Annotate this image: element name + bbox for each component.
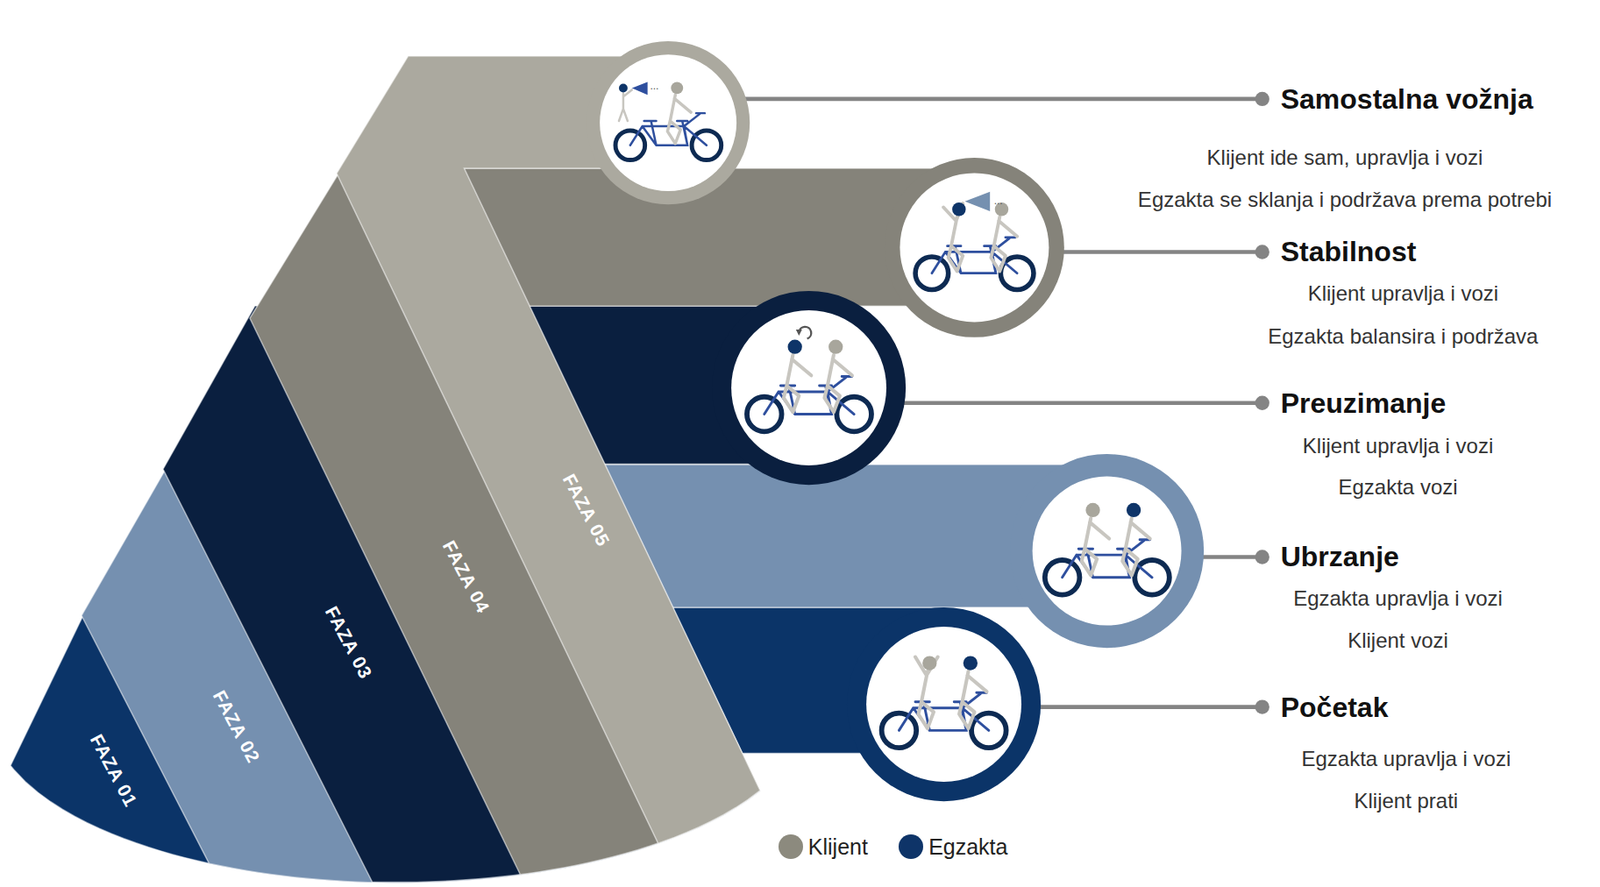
- circle-shape: [586, 41, 750, 205]
- egzakta-head: [1126, 503, 1141, 518]
- leader-dot: [1255, 92, 1270, 107]
- stage-description: Klijent ide sam, upravlja i vozi: [1207, 147, 1484, 169]
- circle-face: [1032, 476, 1182, 626]
- client-head: [922, 655, 937, 670]
- icon-start: [881, 655, 1007, 748]
- stage-description: Klijent vozi: [1347, 630, 1449, 652]
- rider-figure: [1081, 518, 1110, 576]
- leader-dot: [1255, 549, 1270, 564]
- legend-swatch: [778, 834, 804, 860]
- icon-stability: [915, 192, 1034, 291]
- client-head: [828, 340, 843, 355]
- speech-dots: ...: [994, 195, 1003, 207]
- egzakta-head: [618, 83, 628, 93]
- rider-figure: [824, 355, 852, 413]
- stage-description: Egzakta upravlja i vozi: [1293, 588, 1503, 610]
- icon-takeover: [746, 327, 872, 432]
- icon-independent: [615, 82, 722, 161]
- circle-ring: [884, 157, 1065, 338]
- leader-line: [668, 97, 1262, 102]
- leader-dot: [1255, 244, 1270, 259]
- stage-description: Klijent upravlja i vozi: [1308, 283, 1499, 305]
- stage-description: Egzakta upravlja i vozi: [1301, 748, 1511, 770]
- standing-figure: [618, 89, 633, 121]
- leader-dot: [1255, 699, 1270, 714]
- circle-ring: [586, 41, 750, 205]
- megaphone: [632, 82, 648, 96]
- stage-description: Egzakta balansira i podržava: [1267, 326, 1538, 348]
- circle-face: [866, 626, 1022, 783]
- rider-figure: [959, 671, 987, 729]
- speech-dots: ...: [649, 80, 659, 92]
- circle-face: [599, 54, 737, 192]
- stage-circle: Samostalna vožnjaKlijent ide sam, upravl…: [586, 41, 750, 205]
- stage-description: Klijent prati: [1353, 790, 1458, 812]
- stage-circle: PreuzimanjeKlijent upravlja i voziEgzakt…: [711, 291, 906, 485]
- legend-swatch: [898, 834, 924, 860]
- circle-shape: [1009, 454, 1204, 648]
- swap-arrow-head: [796, 329, 803, 336]
- rider-figure: [943, 203, 963, 271]
- stage-heading: Preuzimanje: [1280, 389, 1447, 418]
- icon-group: [615, 82, 1170, 749]
- icon-acceleration: [1045, 503, 1170, 596]
- client-head: [670, 82, 683, 95]
- megaphone: [964, 192, 990, 212]
- client-head: [1085, 503, 1100, 518]
- circle-face: [900, 173, 1050, 323]
- tandem-bike: [881, 692, 1007, 748]
- stage-description: Klijent upravlja i vozi: [1302, 435, 1494, 457]
- rider-figure: [990, 217, 1017, 272]
- circle-ring: [1009, 454, 1204, 648]
- circle-ring: [711, 291, 906, 485]
- circle-shape: [711, 291, 906, 485]
- tandem-bike: [746, 376, 872, 432]
- swap-arrow: [798, 327, 811, 340]
- tandem-bike: [615, 113, 722, 160]
- egzakta-head: [963, 655, 978, 670]
- stage-circle: UbrzanjeEgzakta upravlja i voziKlijent v…: [1009, 454, 1204, 648]
- stage-heading: Ubrzanje: [1280, 542, 1400, 571]
- tandem-bike: [1045, 540, 1170, 596]
- rider-figure: [1122, 518, 1150, 576]
- rider-figure: [915, 657, 939, 729]
- leader-dot: [1255, 396, 1270, 411]
- legend-text: Klijent: [808, 836, 868, 859]
- egzakta-head: [788, 340, 803, 355]
- stage-description: Egzakta se sklanja i podržava prema potr…: [1137, 189, 1552, 211]
- stage-circle: PočetakEgzakta upravlja i voziKlijent pr…: [846, 607, 1041, 802]
- stage-heading: Samostalna vožnja: [1280, 85, 1534, 114]
- tandem-bike: [915, 237, 1034, 291]
- circle-shape: [884, 157, 1065, 338]
- circle-ring: [846, 607, 1041, 802]
- circle-shape: [846, 607, 1041, 802]
- stage-circle: StabilnostKlijent upravlja i voziEgzakta…: [884, 157, 1065, 338]
- legend-text: Egzakta: [928, 836, 1008, 859]
- rider-figure: [783, 355, 811, 413]
- leader-dots: [1255, 92, 1270, 715]
- rider-figure: [667, 94, 691, 143]
- egzakta-head: [952, 202, 966, 216]
- stage-description: Egzakta vozi: [1337, 476, 1458, 498]
- stage-heading: Stabilnost: [1280, 237, 1417, 266]
- stage-heading: Početak: [1280, 693, 1389, 722]
- circle-face: [732, 310, 888, 466]
